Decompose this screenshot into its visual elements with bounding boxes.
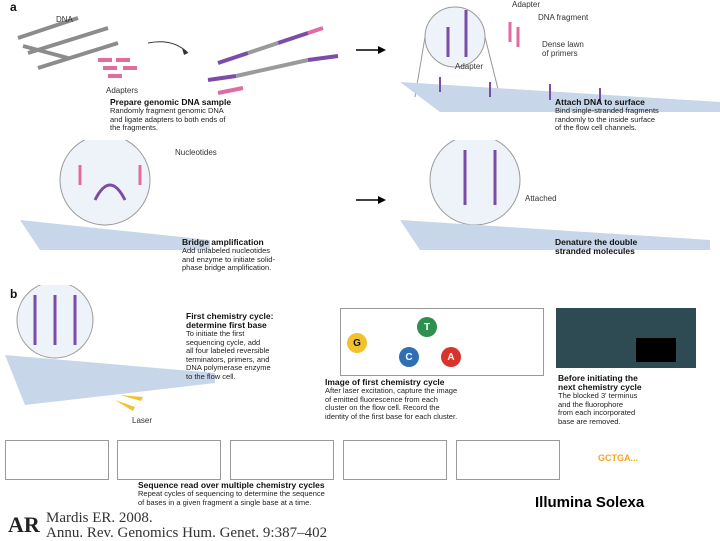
step-text: After laser excitation, capture the imag…: [325, 386, 458, 421]
flow-cell-image: [556, 308, 696, 368]
base-g: G: [347, 333, 367, 353]
cycle-box: [343, 440, 447, 480]
arrow-right-icon: [356, 196, 386, 204]
base-a: A: [441, 347, 461, 367]
step-title: First chemistry cycle: determine first b…: [186, 311, 274, 330]
step-text: The blocked 3' terminus and the fluoroph…: [558, 391, 638, 426]
denature-illustration: [400, 140, 710, 250]
step-sequence-read: Sequence read over multiple chemistry cy…: [138, 481, 438, 507]
step-before-next: Before initiating the next chemistry cyc…: [558, 374, 718, 426]
base-c: C: [399, 347, 419, 367]
step-denature: Denature the double stranded molecules: [555, 238, 715, 256]
nucleotides-label: Nucleotides: [175, 148, 217, 157]
dna-fragment-label: DNA fragment: [538, 13, 589, 22]
citation-line2: Annu. Rev. Genomics Hum. Genet. 9:387–40…: [46, 525, 328, 541]
step-image: Image of first chemistry cycle After las…: [325, 378, 535, 421]
step-title: Attach DNA to surface: [555, 97, 645, 107]
step-title: Image of first chemistry cycle: [325, 377, 445, 387]
ar-logo: AR: [8, 512, 40, 537]
figure-caption: Illumina Solexa: [535, 494, 645, 511]
first-cycle-illustration: [5, 285, 215, 411]
step-text: To initiate the first sequencing cycle, …: [186, 329, 271, 381]
step-title: Bridge amplification: [182, 237, 264, 247]
citation-line1: Mardis ER. 2008.: [46, 510, 153, 526]
step-text: Add unlabeled nucleotides and enzyme to …: [182, 246, 275, 272]
step-title: Prepare genomic DNA sample: [110, 97, 232, 107]
laser-label: Laser: [132, 416, 153, 425]
step-prepare: Prepare genomic DNA sample Randomly frag…: [110, 98, 340, 133]
step-title: Denature the double stranded molecules: [555, 237, 638, 256]
cycle-box: [117, 440, 221, 480]
cycle-image: G T C A: [340, 308, 544, 376]
attached-label: Attached: [525, 194, 557, 203]
dna-label: DNA: [56, 15, 73, 24]
cycle-box: [230, 440, 334, 480]
flow-cell-attach-illustration: [400, 6, 720, 112]
cycle-box: [5, 440, 109, 480]
panel-b-letter: b: [10, 287, 18, 301]
cycle-box: [456, 440, 560, 480]
step-first-cycle: First chemistry cycle: determine first b…: [186, 312, 336, 381]
zoom-inset: [636, 338, 676, 362]
adapter-bottom-label: Adapter: [455, 62, 484, 71]
step-attach: Attach DNA to surface Bind single-strand…: [555, 98, 720, 133]
step-text: Repeat cycles of sequencing to determine…: [138, 489, 325, 507]
base-t: T: [417, 317, 437, 337]
adapter-top-label: Adapter: [512, 0, 541, 9]
dense-lawn-label: Dense lawn of primers: [542, 40, 584, 58]
step-bridge: Bridge amplification Add unlabeled nucle…: [182, 238, 352, 273]
adapters-label: Adapters: [106, 86, 139, 95]
arrow-right-icon: [356, 46, 386, 54]
step-text: Randomly fragment genomic DNA and ligate…: [110, 106, 226, 132]
dna-fragmentation-illustration: [17, 16, 339, 95]
step-text: Bind single-stranded fragments randomly …: [555, 106, 659, 132]
step-title: Before initiating the next chemistry cyc…: [558, 373, 642, 392]
sequence-read: GCTGA...: [598, 453, 638, 463]
panel-a-letter: a: [10, 0, 17, 14]
step-title: Sequence read over multiple chemistry cy…: [138, 480, 325, 490]
bridge-amplification-illustration: [20, 140, 210, 250]
